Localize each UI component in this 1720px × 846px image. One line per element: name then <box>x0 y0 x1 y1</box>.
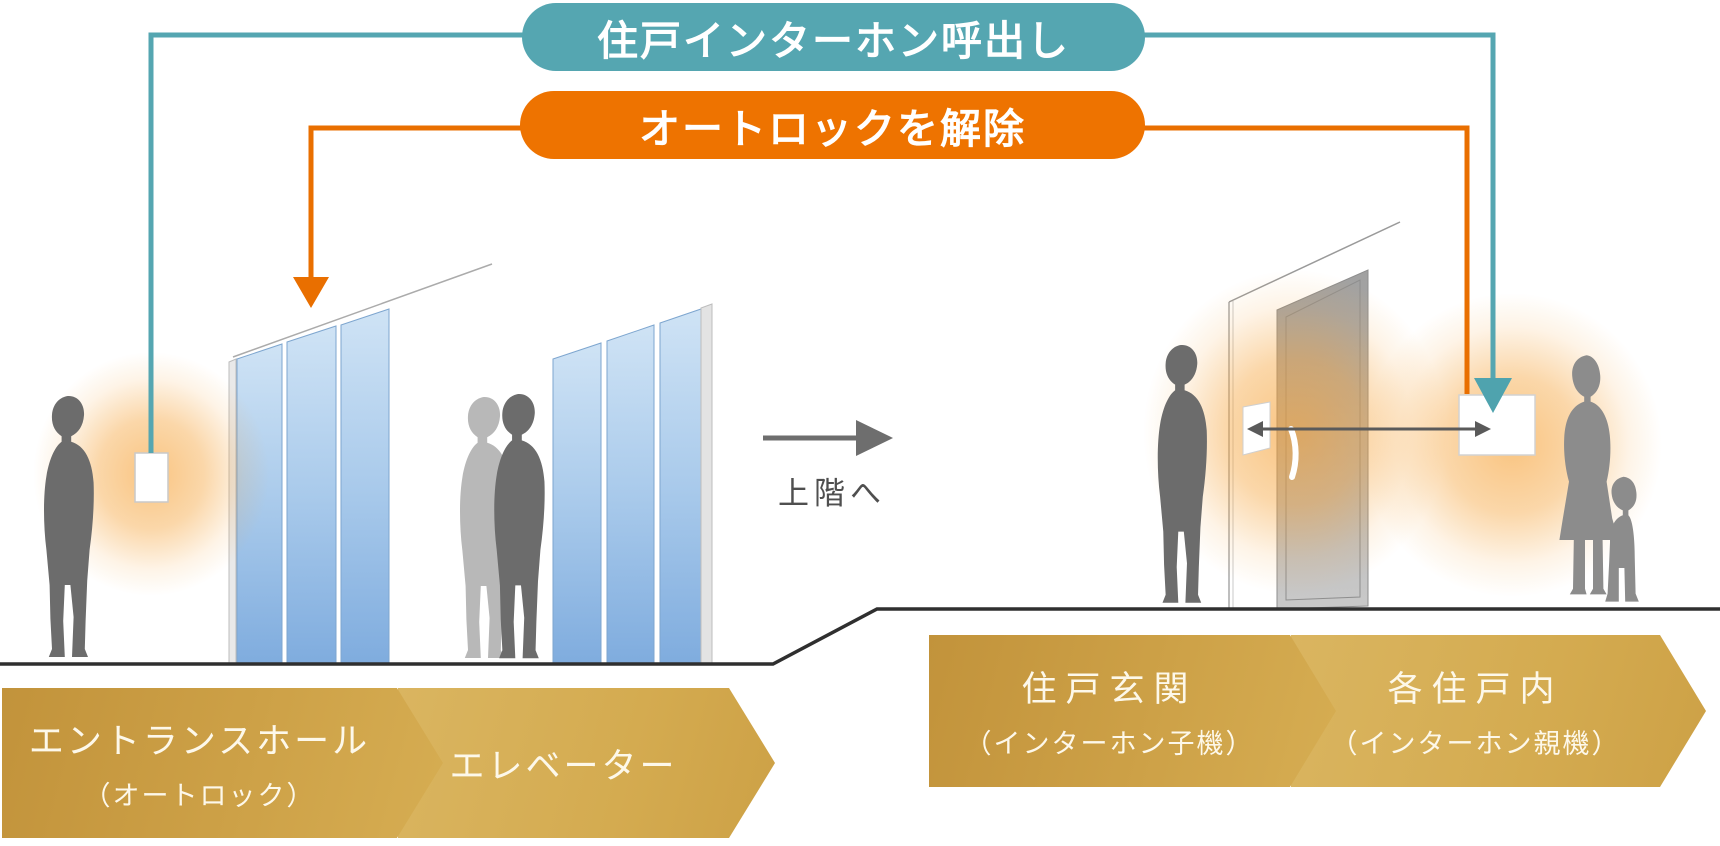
banner-elevator: エレベーター <box>398 688 775 838</box>
intercom-call-badge: 住戸インターホン呼出し <box>522 3 1145 71</box>
unit-link-arrow <box>1247 421 1491 437</box>
entrance-wall-edge-line <box>232 263 493 358</box>
autolock-release-badge: オートロックを解除 <box>520 91 1145 159</box>
upstairs-label: 上階へ <box>778 476 886 511</box>
child-silhouette <box>1605 476 1639 602</box>
banner-entrance-hall-title: エントランスホール <box>28 722 371 761</box>
floor-line <box>0 607 1720 666</box>
banner-unit-entrance-title: 住戸玄関 <box>1021 670 1198 709</box>
banner-inside-unit: 各住戸内 （インターホン親機） <box>1291 635 1706 787</box>
banner-unit-entrance-sub: （インターホン子機） <box>964 729 1255 759</box>
elevator-doors <box>552 303 713 665</box>
call-connector-left <box>148 32 530 453</box>
banner-inside-unit-title: 各住戸内 <box>1387 670 1564 709</box>
banner-entrance-hall-sub: （オートロック） <box>83 781 316 811</box>
intercom-call-label: 住戸インターホン呼出し <box>597 18 1070 64</box>
mother-silhouette <box>1559 355 1619 595</box>
unlock-connector-right <box>1140 125 1470 394</box>
banner-unit-entrance: 住戸玄関 （インターホン子機） <box>929 635 1336 787</box>
autolock-release-label: オートロックを解除 <box>639 106 1026 152</box>
door-handle <box>1288 426 1299 480</box>
banner-entrance-hall: エントランスホール （オートロック） <box>2 688 443 838</box>
resident-at-door-silhouette <box>1157 344 1207 603</box>
resident-silhouette-light <box>460 397 510 658</box>
call-connector-right <box>1140 32 1512 413</box>
upstairs-arrow <box>763 420 893 456</box>
unlock-connector-left <box>293 125 530 308</box>
resident-silhouette-dark <box>494 394 545 659</box>
banner-inside-unit-sub: （インターホン親機） <box>1330 729 1621 759</box>
banner-elevator-title: エレベーター <box>449 746 678 786</box>
entrance-intercom-panel <box>134 452 169 503</box>
visitor-silhouette <box>44 396 94 657</box>
